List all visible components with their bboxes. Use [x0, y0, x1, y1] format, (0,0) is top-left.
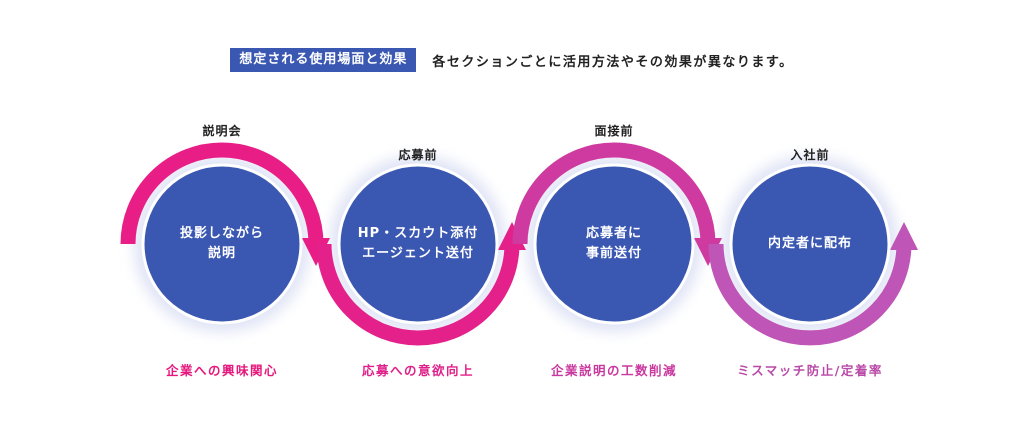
header-description: 各セクションごとに活用方法やその効果が異なります。	[432, 54, 794, 70]
stage-circle-3	[533, 163, 695, 325]
arc-2	[316, 243, 520, 346]
effect-text-3: 企業説明の工数削減	[550, 363, 677, 378]
header-badge: 想定される使用場面と効果	[230, 48, 417, 72]
arrowhead-4	[890, 222, 918, 250]
stage-circle-1	[141, 163, 303, 325]
header: 想定される使用場面と効果 各セクションごとに活用方法やその効果が異なります。	[0, 48, 1024, 72]
stage-circle-text-1: 投影しながら 説明	[179, 226, 264, 261]
stage-circle-text-2: HP・スカウト添付 エージェント送付	[357, 226, 479, 261]
stage-circle-4	[729, 163, 891, 325]
effect-text-4: ミスマッチ防止/定着率	[737, 363, 883, 378]
stage-circle-text-4: 内定者に配布	[767, 236, 852, 251]
arc-4	[708, 243, 912, 346]
effect-text-1: 企業への興味関心	[165, 363, 278, 378]
stage-label-4: 入社前	[790, 148, 830, 162]
arc-3	[512, 142, 716, 245]
stage-circle-text-3: 応募者に 事前送付	[585, 226, 642, 261]
arc-1	[120, 142, 324, 245]
stage-circle-2	[337, 163, 499, 325]
effect-text-2: 応募への意欲向上	[361, 363, 474, 378]
stage-label-3: 面接前	[594, 124, 634, 138]
stage-label-2: 応募前	[398, 148, 438, 162]
stage-label-1: 説明会	[202, 124, 242, 138]
